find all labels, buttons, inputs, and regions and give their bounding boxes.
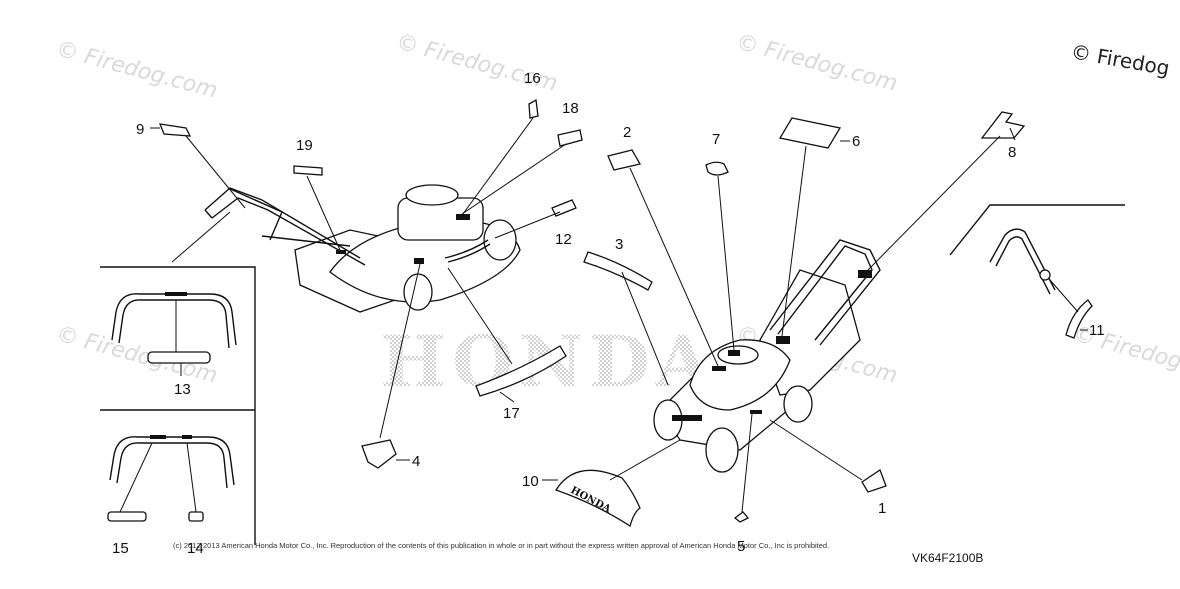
callout-19: 19 xyxy=(296,137,313,154)
callout-10: 10 xyxy=(522,473,539,490)
decal-7 xyxy=(705,161,729,176)
decal-12 xyxy=(551,199,577,217)
decal-16 xyxy=(528,98,539,119)
decal-10 xyxy=(555,469,641,528)
callout-4: 4 xyxy=(412,453,420,470)
handle-detail-11 xyxy=(989,228,1093,339)
callout-11: 11 xyxy=(1089,322,1105,339)
leader-lines xyxy=(150,117,1088,513)
decal-8 xyxy=(980,111,1026,139)
corner-watermark: © Firedog xyxy=(1069,39,1171,80)
mower-side-view xyxy=(204,184,521,313)
watermark-text: © Firedog.com xyxy=(733,30,900,97)
callout-6: 6 xyxy=(852,133,860,150)
decal-9 xyxy=(158,123,192,137)
copyright-notice: (c) 2012-2013 American Honda Motor Co., … xyxy=(173,541,829,550)
decal-parts: HONDA xyxy=(158,98,1026,528)
callout-18: 18 xyxy=(562,100,579,117)
callout-8: 8 xyxy=(1008,144,1016,161)
handle-inset-upper xyxy=(111,292,237,376)
callout-12: 12 xyxy=(555,231,572,248)
callout-14: 14 xyxy=(187,540,204,557)
inset-panels xyxy=(100,204,1125,545)
callout-3: 3 xyxy=(615,236,623,253)
decal-17 xyxy=(475,345,567,397)
callout-16: 16 xyxy=(524,70,541,87)
decal-4 xyxy=(361,439,397,469)
decal-6 xyxy=(778,117,842,149)
watermark-text: © Firedog.com xyxy=(53,37,220,104)
decal-19 xyxy=(293,165,323,176)
watermark-text: © Firedog.com xyxy=(1070,322,1180,389)
callout-15: 15 xyxy=(112,540,129,557)
decal-3 xyxy=(583,251,653,291)
callout-17: 17 xyxy=(503,405,520,422)
callout-1: 1 xyxy=(878,500,886,517)
callout-9: 9 xyxy=(136,121,144,138)
callout-2: 2 xyxy=(623,124,631,141)
handle-inset-lower xyxy=(107,435,235,522)
mower-front-view xyxy=(653,239,881,473)
decal-5 xyxy=(733,511,750,523)
callout-5: 5 xyxy=(737,538,745,555)
decal-2 xyxy=(607,149,641,171)
decal-1 xyxy=(861,469,887,493)
decal-18 xyxy=(557,129,583,147)
callout-13: 13 xyxy=(174,381,191,398)
diagram-code: VK64F2100B xyxy=(912,551,983,565)
callout-numbers: 1 2 3 4 5 6 7 8 9 10 11 12 13 14 15 16 1… xyxy=(112,70,1105,557)
callout-7: 7 xyxy=(712,131,720,148)
